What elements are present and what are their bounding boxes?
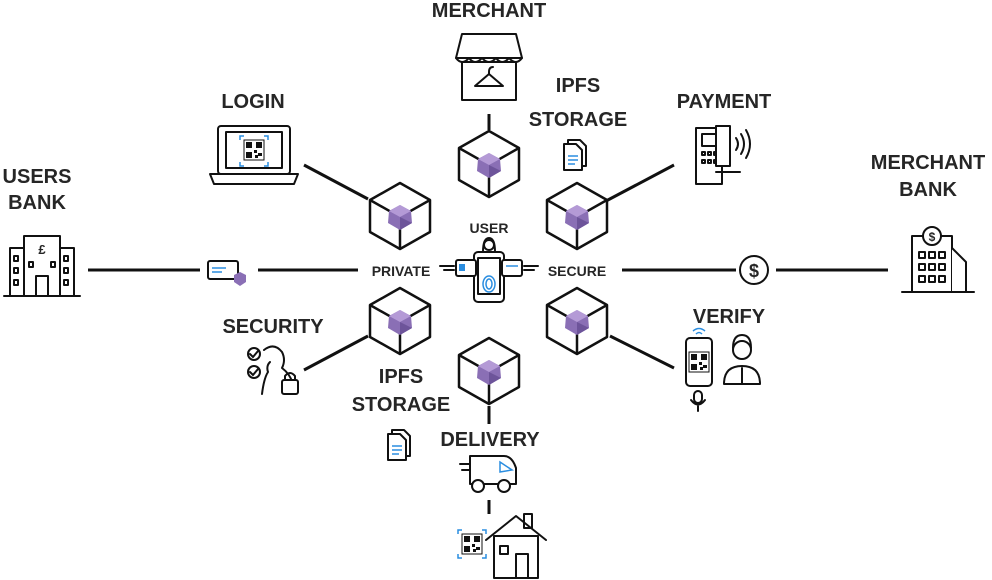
merchant-label: MERCHANT bbox=[432, 0, 546, 22]
merchant-bank-label-1: MERCHANT bbox=[871, 152, 985, 174]
delivery-label: DELIVERY bbox=[440, 429, 540, 451]
document-icon bbox=[387, 429, 411, 461]
blockchain-cube-icon bbox=[368, 181, 432, 251]
secure-label: SECURE bbox=[548, 263, 606, 279]
user-label: USER bbox=[470, 220, 509, 236]
svg-text:$: $ bbox=[749, 261, 759, 281]
store-icon bbox=[455, 33, 523, 101]
login-label: LOGIN bbox=[221, 91, 284, 113]
bank-building-icon: £ bbox=[3, 235, 81, 297]
blockchain-cube-icon bbox=[457, 336, 521, 406]
delivery-van-icon bbox=[459, 455, 517, 493]
payment-label: PAYMENT bbox=[677, 91, 771, 113]
qr-code-icon bbox=[457, 529, 487, 559]
blockchain-cube-icon bbox=[457, 129, 521, 199]
office-building-icon: $ bbox=[901, 226, 975, 293]
phone-fingerprint-icon bbox=[473, 237, 505, 303]
ipfs-storage-top-label-1: IPFS bbox=[556, 75, 600, 97]
ipfs-storage-bottom-label-2: STORAGE bbox=[352, 394, 451, 416]
pound-symbol: £ bbox=[38, 242, 46, 257]
users-bank-label-2: BANK bbox=[8, 192, 66, 214]
microphone-icon bbox=[690, 390, 706, 412]
verify-label: VERIFY bbox=[693, 306, 766, 328]
blockchain-cube-icon bbox=[368, 286, 432, 356]
connection-lines bbox=[88, 114, 888, 514]
ipfs-storage-top-label-2: STORAGE bbox=[529, 109, 628, 131]
laptop-qr-icon bbox=[209, 125, 299, 185]
merchant-bank-label-2: BANK bbox=[899, 179, 957, 201]
payment-terminal-icon bbox=[695, 125, 751, 185]
person-lock-icon bbox=[247, 345, 299, 395]
blockchain-cube-icon bbox=[545, 181, 609, 251]
id-card-icon bbox=[439, 259, 539, 277]
credit-card-icon bbox=[207, 260, 246, 286]
security-label: SECURITY bbox=[222, 316, 324, 338]
house-icon bbox=[485, 513, 547, 579]
users-bank-label-1: USERS bbox=[3, 166, 72, 188]
private-label: PRIVATE bbox=[372, 263, 431, 279]
phone-qr-icon bbox=[685, 327, 713, 387]
support-agent-icon bbox=[723, 334, 761, 385]
ipfs-storage-bottom-label-1: IPFS bbox=[379, 366, 423, 388]
blockchain-cube-icon bbox=[545, 286, 609, 356]
dollar-coin-icon: $ bbox=[739, 255, 769, 285]
document-icon bbox=[563, 139, 587, 171]
dollar-symbol: $ bbox=[929, 230, 936, 244]
